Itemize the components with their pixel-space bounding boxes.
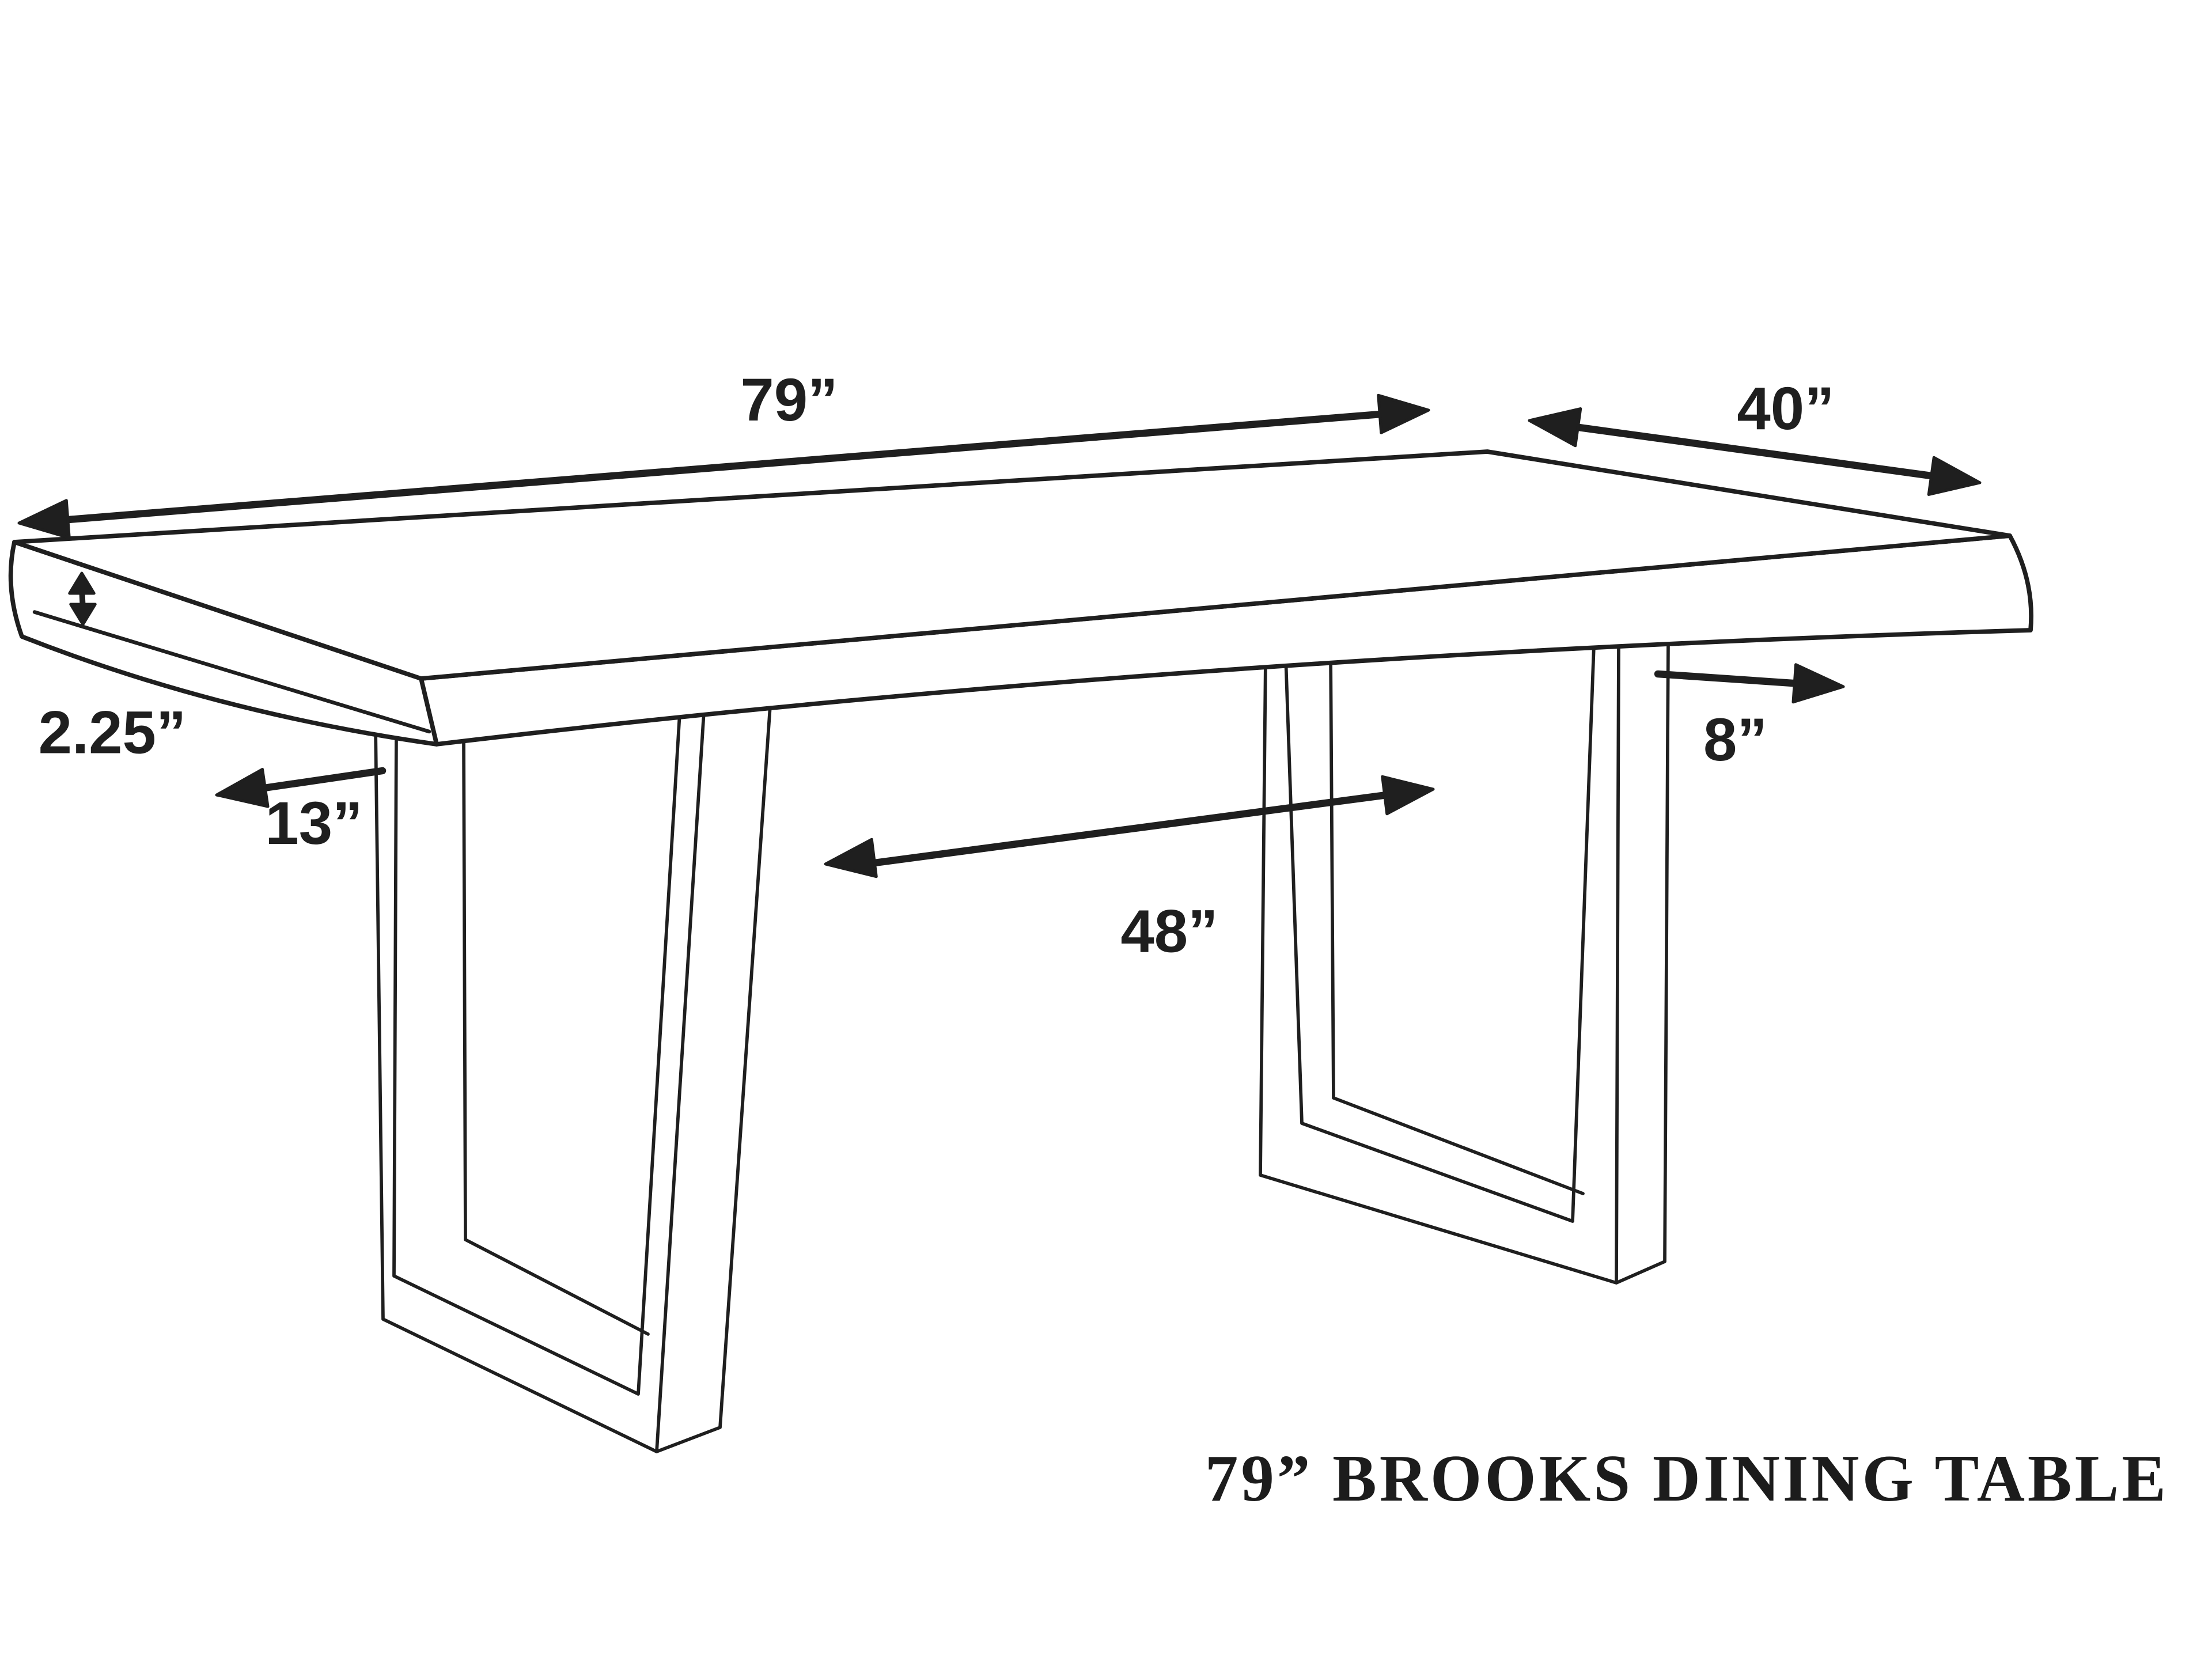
dim-leg-depth-label: 8” — [1703, 706, 1767, 774]
left-leg — [374, 704, 772, 1453]
dim-leg-spacing-arrowhead-right — [1381, 775, 1435, 816]
dim-leg-inset-arrowhead — [215, 768, 270, 808]
dim-leg-spacing: 48” — [824, 775, 1435, 965]
dim-table-width: 40” — [1528, 375, 1982, 496]
dim-table-length: 79” — [17, 366, 1430, 540]
dim-table-width-line — [1569, 423, 1940, 480]
dim-leg-depth-line — [1654, 670, 1801, 687]
dim-table-length-arrowhead-right — [1377, 393, 1430, 434]
dim-table-width-arrowhead-right — [1927, 456, 1982, 496]
right-leg-frame — [1259, 638, 1670, 1285]
dim-top-thickness-arrowhead-down — [69, 603, 97, 626]
dim-leg-spacing-line — [866, 791, 1391, 868]
live-edge-bevel-line — [32, 610, 431, 734]
dim-table-length-arrowhead-left — [17, 499, 71, 540]
dim-leg-inset-line — [258, 767, 387, 792]
left-leg-frame — [374, 704, 772, 1453]
dim-leg-inset-label: 13” — [265, 790, 362, 857]
dim-table-width-arrowhead-left — [1528, 407, 1582, 448]
dim-leg-spacing-label: 48” — [1120, 898, 1218, 965]
dim-leg-inset: 13” — [215, 767, 387, 857]
dim-top-thickness: 2.25” — [39, 571, 187, 767]
dim-leg-spacing-arrowhead-left — [824, 838, 878, 878]
dim-table-length-label: 79” — [740, 366, 838, 434]
dim-top-thickness-arrowhead-up — [68, 571, 96, 595]
dim-leg-depth: 8” — [1654, 663, 1845, 774]
table-top — [8, 449, 2033, 747]
dim-table-length-line — [61, 410, 1387, 524]
table-front-face — [419, 533, 2033, 747]
dim-top-thickness-label: 2.25” — [39, 699, 187, 767]
right-leg — [1259, 638, 1670, 1285]
diagram-title: 79” BROOKS DINING TABLE — [1205, 1442, 2169, 1515]
dim-leg-depth-arrowhead — [1791, 663, 1845, 704]
dim-table-width-label: 40” — [1737, 375, 1834, 442]
table-left-end-face — [8, 540, 439, 747]
table-top-face — [12, 449, 2012, 681]
